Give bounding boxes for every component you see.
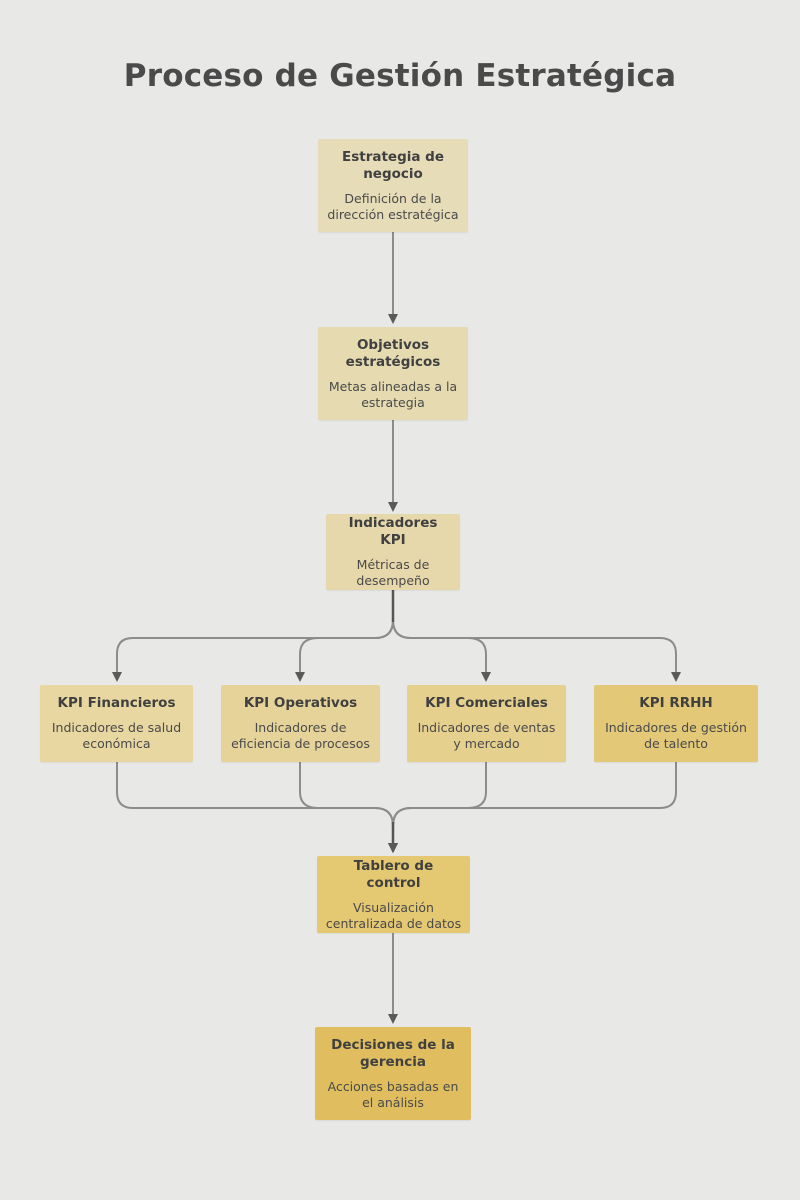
edge-comerciales-tablero	[388, 762, 487, 853]
edge-financieros-tablero	[116, 762, 398, 853]
edge-kpi-comerciales	[392, 590, 491, 682]
node-kpi-financieros: KPI Financieros Indicadores de salud eco…	[40, 685, 193, 762]
edge-kpi-financieros	[112, 590, 394, 682]
node-description: Métricas de desempeño	[356, 557, 430, 588]
node-title: KPI Financieros	[57, 695, 176, 711]
node-kpi-comerciales: KPI Comerciales Indicadores de ventas y …	[407, 685, 566, 762]
node-estrategia-de-negocio: Estrategia de negocio Definición de la d…	[318, 139, 468, 232]
diagram-title: Proceso de Gestión Estratégica	[123, 58, 677, 94]
node-description: Indicadores de salud económica	[51, 720, 182, 751]
node-decisiones-de-la-gerencia: Decisiones de la gerencia Acciones basad…	[315, 1027, 471, 1120]
node-description: Indicadores de gestión de talento	[605, 720, 747, 751]
node-title: Objetivos estratégicos	[345, 336, 441, 370]
node-kpi-operativos: KPI Operativos Indicadores de eficiencia…	[221, 685, 380, 762]
edge-operativos-tablero	[299, 762, 398, 853]
node-kpi-rrhh: KPI RRHH Indicadores de gestión de talen…	[594, 685, 758, 762]
node-description: Metas alineadas a la estrategia	[328, 378, 458, 410]
node-description: Indicadores de ventas y mercado	[417, 720, 556, 751]
node-title: KPI Comerciales	[425, 695, 548, 711]
node-title: Tablero de control	[353, 857, 434, 891]
edge-kpi-rrhh	[392, 590, 681, 682]
node-description: Definición de la dirección estratégica	[327, 190, 459, 222]
edge-rrhh-tablero	[388, 762, 677, 853]
node-title: Indicadores KPI	[348, 515, 438, 548]
node-description: Indicadores de eficiencia de procesos	[231, 720, 370, 751]
node-tablero-de-control: Tablero de control Visualización central…	[317, 856, 470, 933]
node-description: Acciones basadas en el análisis	[327, 1078, 459, 1110]
node-title: Decisiones de la gerencia	[331, 1036, 455, 1070]
node-description: Visualización centralizada de datos	[325, 899, 462, 931]
node-title: KPI Operativos	[243, 695, 358, 711]
edge-kpi-operativos	[295, 590, 394, 682]
node-indicadores-kpi: Indicadores KPI Métricas de desempeño	[326, 514, 460, 590]
node-title: Estrategia de negocio	[341, 148, 444, 182]
node-objetivos-estrategicos: Objetivos estratégicos Metas alineadas a…	[318, 327, 468, 420]
node-title: KPI RRHH	[639, 695, 713, 711]
